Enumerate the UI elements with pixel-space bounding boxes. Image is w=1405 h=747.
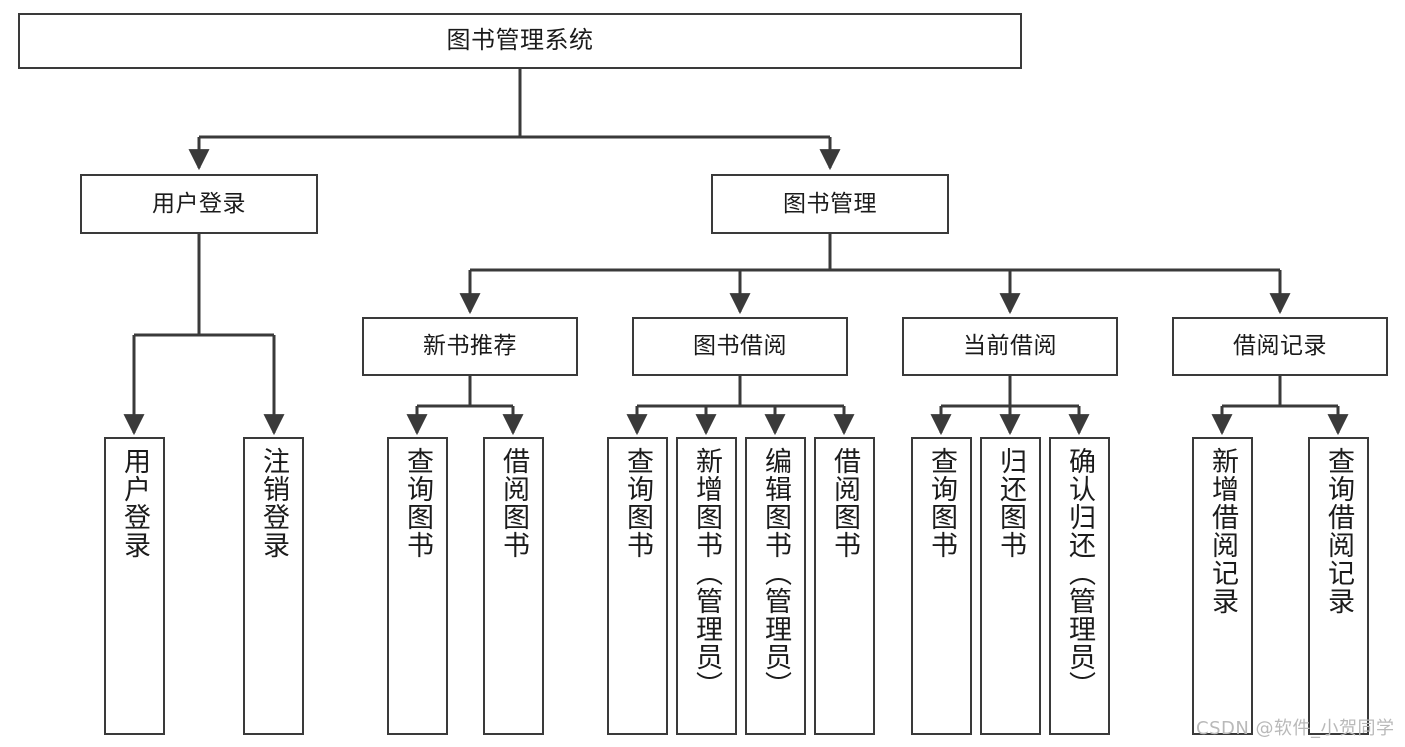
node-leaf-return-book[interactable]: 归还图书 bbox=[980, 437, 1041, 735]
node-label: 确认归还（管理员） bbox=[1064, 447, 1095, 699]
node-label: 用户登录 bbox=[119, 447, 150, 559]
node-label: 图书管理系统 bbox=[446, 26, 594, 55]
node-label: 借阅图书 bbox=[829, 447, 860, 559]
node-leaf-logout[interactable]: 注销登录 bbox=[243, 437, 304, 735]
node-leaf-borrow-book-recommend[interactable]: 借阅图书 bbox=[483, 437, 544, 735]
node-leaf-query-book-borrow[interactable]: 查询图书 bbox=[607, 437, 668, 735]
node-root-library-system[interactable]: 图书管理系统 bbox=[18, 13, 1022, 69]
node-label: 当前借阅 bbox=[963, 333, 1057, 360]
node-leaf-query-borrow-record[interactable]: 查询借阅记录 bbox=[1308, 437, 1369, 735]
node-leaf-user-login[interactable]: 用户登录 bbox=[104, 437, 165, 735]
node-label: 注销登录 bbox=[258, 447, 289, 559]
node-label: 新增图书（管理员） bbox=[691, 447, 722, 699]
node-user-login[interactable]: 用户登录 bbox=[80, 174, 318, 234]
node-leaf-query-book-current[interactable]: 查询图书 bbox=[911, 437, 972, 735]
csdn-watermark: CSDN @软件_小贺同学 bbox=[1196, 718, 1395, 739]
node-label: 新书推荐 bbox=[423, 333, 517, 360]
node-current-borrow[interactable]: 当前借阅 bbox=[902, 317, 1118, 376]
node-label: 查询图书 bbox=[622, 447, 653, 559]
node-book-management[interactable]: 图书管理 bbox=[711, 174, 949, 234]
node-leaf-borrow-book[interactable]: 借阅图书 bbox=[814, 437, 875, 735]
node-leaf-edit-book-admin[interactable]: 编辑图书（管理员） bbox=[745, 437, 806, 735]
node-label: 查询借阅记录 bbox=[1323, 447, 1354, 615]
node-book-borrow[interactable]: 图书借阅 bbox=[632, 317, 848, 376]
node-label: 归还图书 bbox=[995, 447, 1026, 559]
node-new-book-recommend[interactable]: 新书推荐 bbox=[362, 317, 578, 376]
node-leaf-confirm-return-admin[interactable]: 确认归还（管理员） bbox=[1049, 437, 1110, 735]
node-label: 查询图书 bbox=[402, 447, 433, 559]
node-leaf-add-book-admin[interactable]: 新增图书（管理员） bbox=[676, 437, 737, 735]
node-leaf-query-book-recommend[interactable]: 查询图书 bbox=[387, 437, 448, 735]
node-label: 编辑图书（管理员） bbox=[760, 447, 791, 699]
node-label: 图书管理 bbox=[783, 190, 877, 217]
node-label: 借阅图书 bbox=[498, 447, 529, 559]
node-label: 新增借阅记录 bbox=[1207, 447, 1238, 615]
node-leaf-add-borrow-record[interactable]: 新增借阅记录 bbox=[1192, 437, 1253, 735]
node-label: 用户登录 bbox=[152, 190, 246, 217]
node-label: 查询图书 bbox=[926, 447, 957, 559]
node-label: 借阅记录 bbox=[1233, 333, 1327, 360]
node-borrow-record[interactable]: 借阅记录 bbox=[1172, 317, 1388, 376]
node-label: 图书借阅 bbox=[693, 333, 787, 360]
